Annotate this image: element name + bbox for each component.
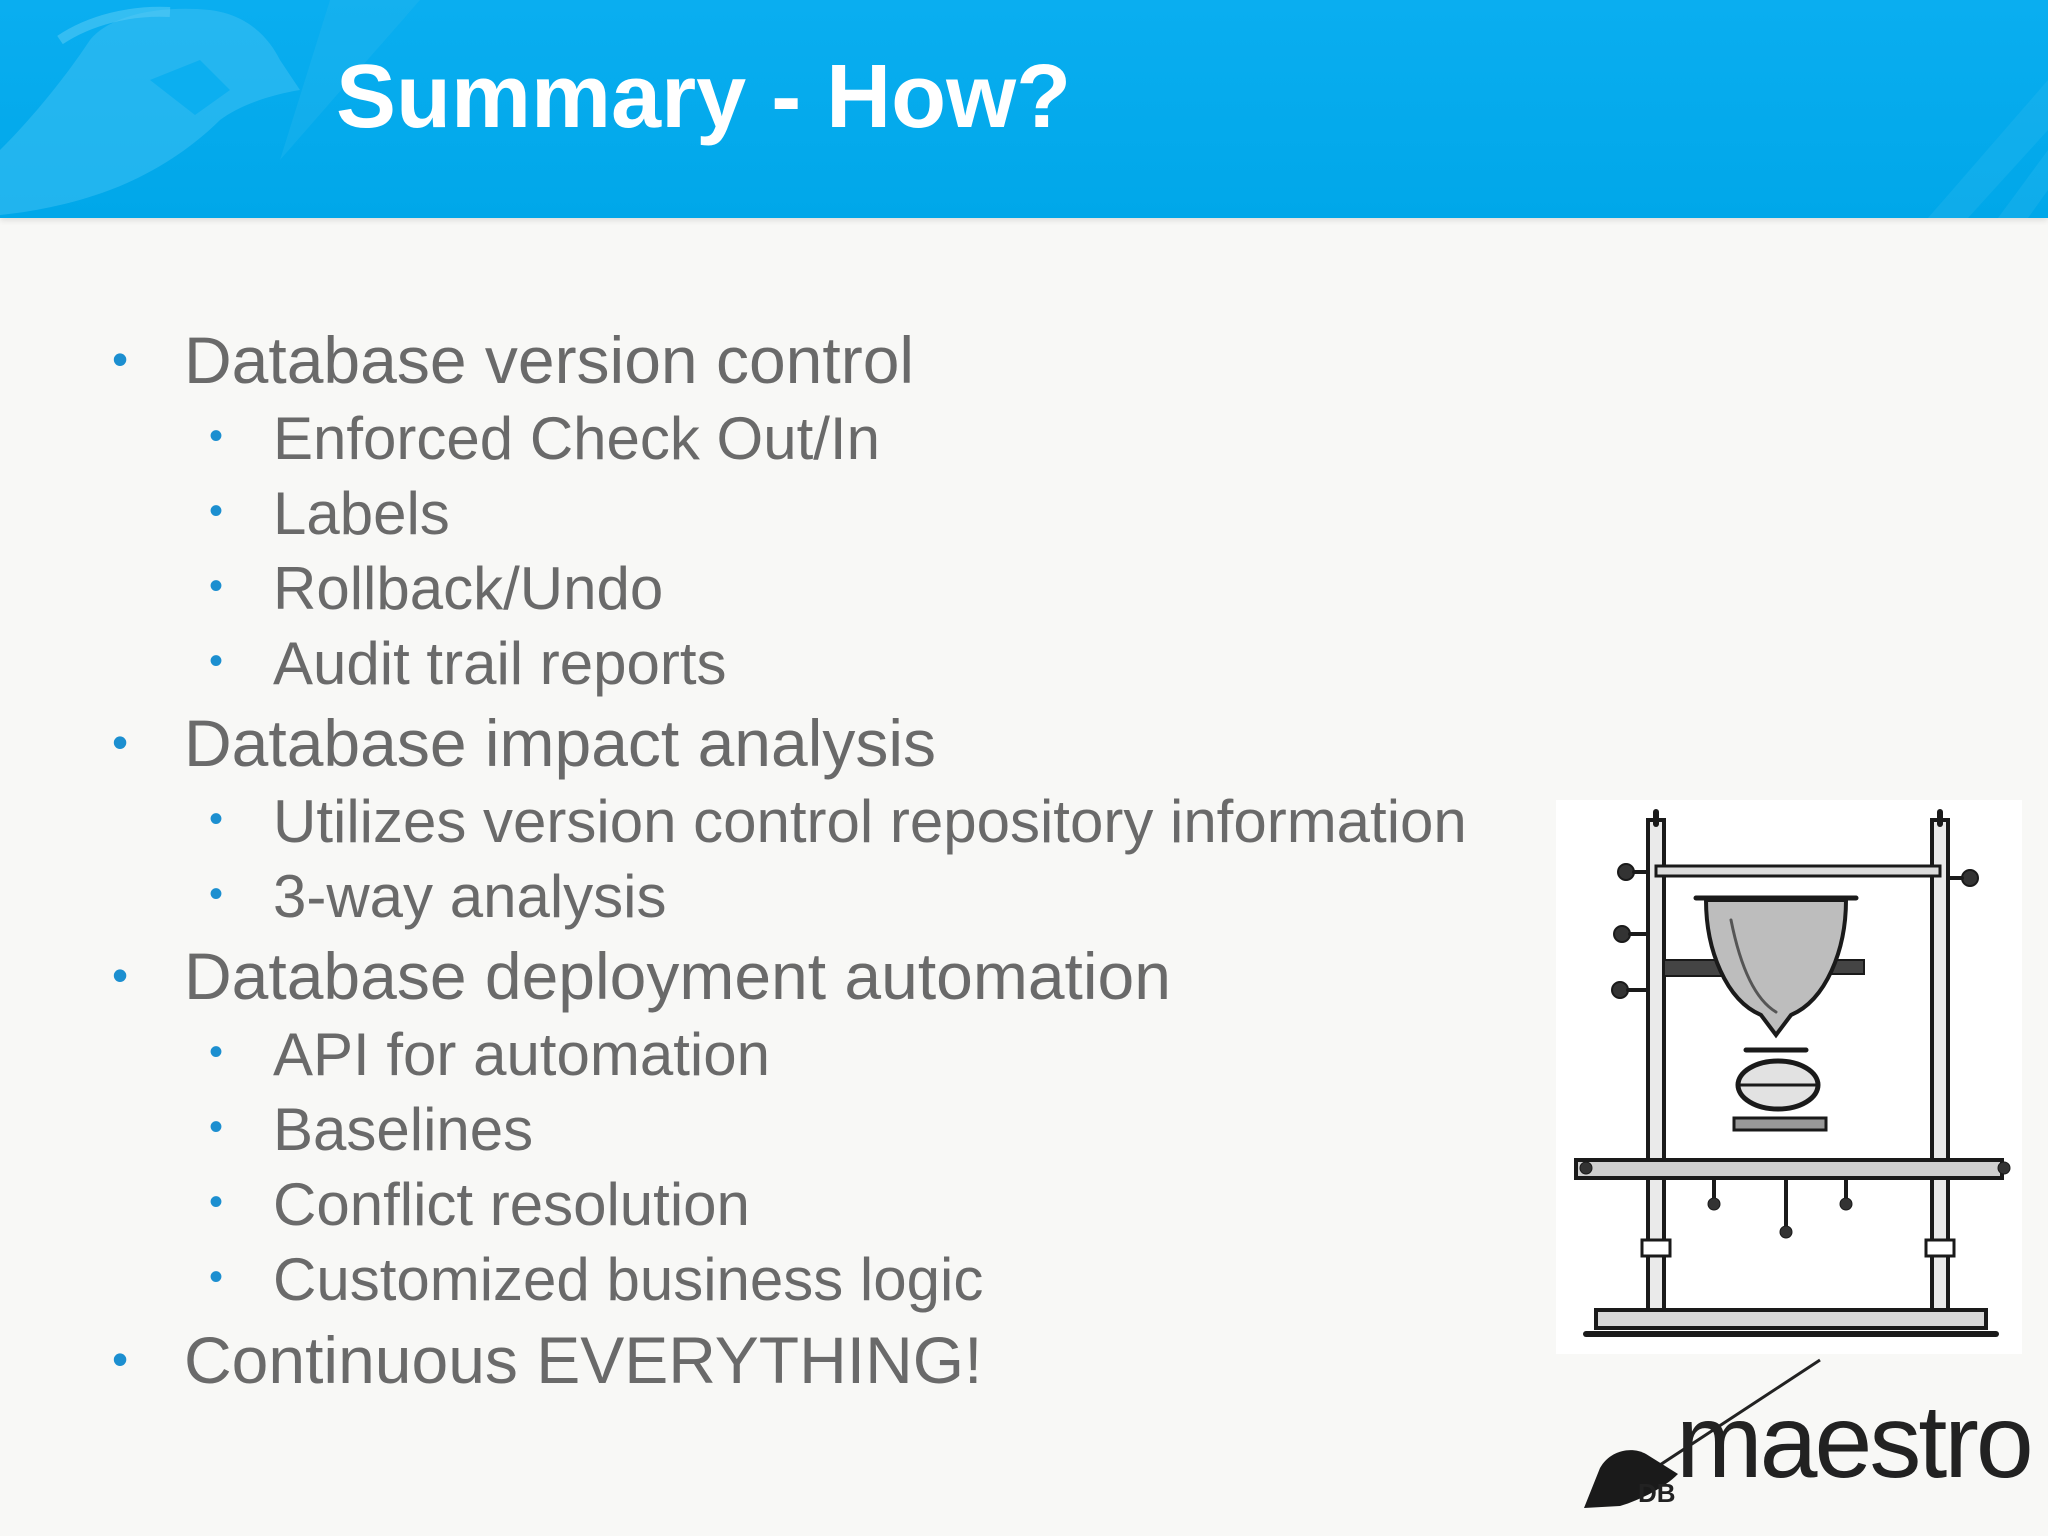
lab-apparatus-illustration — [1556, 800, 2022, 1354]
bullet-icon: • — [112, 716, 129, 768]
bullet-text: Audit trail reports — [273, 630, 727, 697]
sub-bullet-item: • Baselines — [209, 1095, 534, 1164]
bullet-icon: • — [209, 1030, 224, 1074]
bullet-icon: • — [209, 1105, 224, 1149]
sub-bullet-item: • Utilizes version control repository in… — [209, 787, 1467, 856]
bullet-icon: • — [209, 414, 224, 458]
sub-bullet-item: • Enforced Check Out/In — [209, 404, 880, 473]
bullet-icon: • — [209, 489, 224, 533]
bullet-icon: • — [112, 1333, 129, 1385]
bullet-text: 3-way analysis — [273, 863, 667, 930]
bullet-item-impact-analysis: • Database impact analysis — [112, 705, 937, 781]
bullet-text: Enforced Check Out/In — [273, 405, 880, 472]
dbmaestro-logo: DB maestro — [1580, 1358, 2034, 1518]
apparatus-drawing — [1574, 809, 2011, 1337]
bullet-text: Continuous EVERYTHING! — [184, 1323, 983, 1397]
sub-bullet-item: • Conflict resolution — [209, 1170, 750, 1239]
bullet-text: Rollback/Undo — [273, 555, 664, 622]
bullet-text: Labels — [273, 480, 450, 547]
sub-bullet-item: • Audit trail reports — [209, 629, 727, 698]
bullet-text: Utilizes version control repository info… — [273, 788, 1467, 855]
bullet-text: Database deployment automation — [184, 939, 1171, 1013]
bullet-text: Customized business logic — [273, 1246, 984, 1313]
bullet-text: Database impact analysis — [184, 706, 937, 780]
baton-icon — [1584, 1358, 1821, 1508]
bullet-text: API for automation — [273, 1021, 770, 1088]
logo-prefix: DB — [1638, 1478, 1676, 1508]
bullet-item-version-control: • Database version control — [112, 322, 915, 398]
bullet-item-deployment-automation: • Database deployment automation — [112, 938, 1171, 1014]
bullet-text: Conflict resolution — [273, 1171, 750, 1238]
sub-bullet-item: • 3-way analysis — [209, 862, 667, 931]
hand-illustration — [0, 0, 420, 215]
bullet-icon: • — [209, 1255, 224, 1299]
sub-bullet-item: • Customized business logic — [209, 1245, 984, 1314]
decorative-stripes — [1928, 80, 2048, 218]
bullet-item-continuous-everything: • Continuous EVERYTHING! — [112, 1322, 983, 1398]
logo-wordmark: maestro — [1676, 1384, 2034, 1500]
bullet-icon: • — [209, 1180, 224, 1224]
bullet-icon: • — [209, 797, 224, 841]
sub-bullet-item: • API for automation — [209, 1020, 770, 1089]
bullet-text: Baselines — [273, 1096, 534, 1163]
bullet-icon: • — [112, 949, 129, 1001]
sub-bullet-item: • Labels — [209, 479, 450, 548]
slide-title: Summary - How? — [336, 47, 1072, 147]
bullet-icon: • — [209, 564, 224, 608]
bullet-icon: • — [209, 639, 224, 683]
bullet-text: Database version control — [184, 323, 915, 397]
sub-bullet-item: • Rollback/Undo — [209, 554, 664, 623]
title-banner: Summary - How? — [0, 0, 2048, 218]
bullet-icon: • — [112, 333, 129, 385]
bullet-icon: • — [209, 872, 224, 916]
